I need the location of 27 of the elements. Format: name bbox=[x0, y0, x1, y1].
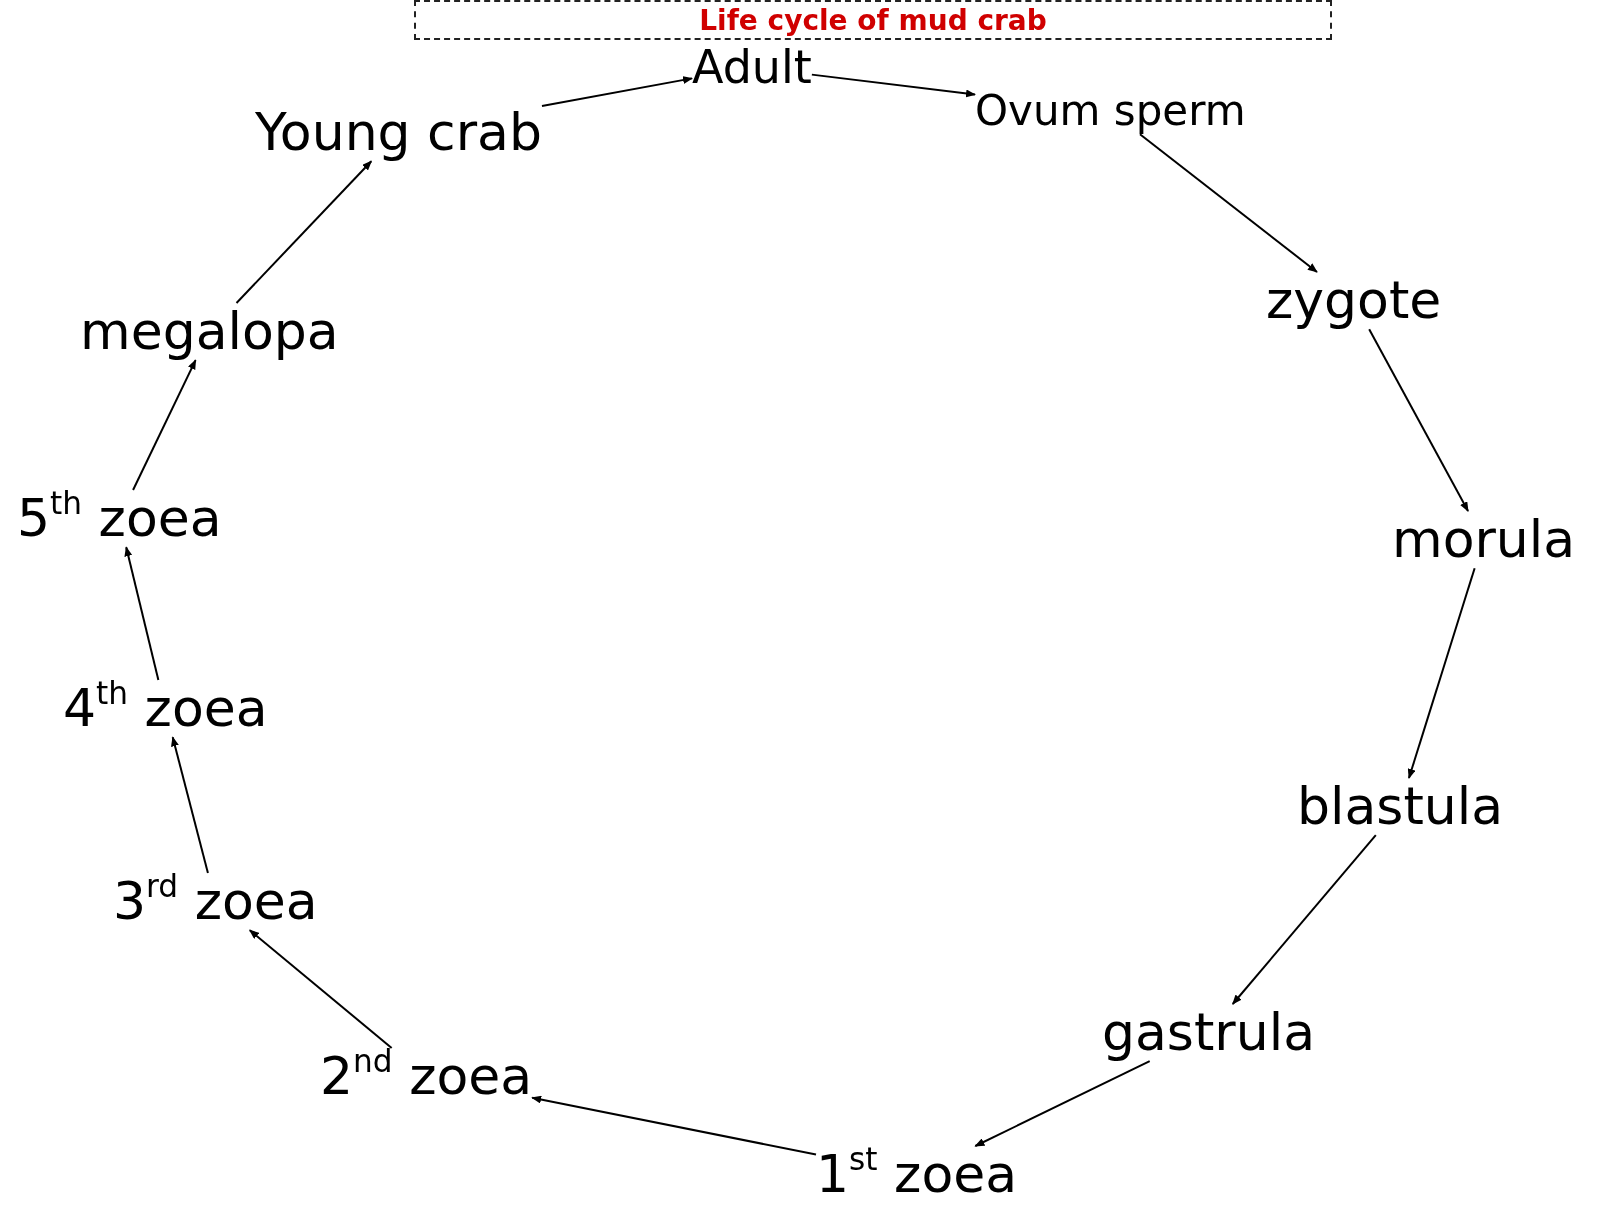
arrow bbox=[124, 546, 160, 681]
stage-label: blastula bbox=[1297, 778, 1504, 836]
stage-label: Young crab bbox=[255, 104, 542, 162]
arrow bbox=[810, 73, 976, 98]
arrow bbox=[974, 1060, 1151, 1147]
arrow bbox=[531, 1095, 817, 1156]
arrow bbox=[1138, 133, 1318, 273]
stage-label: 2$^{nd}$ zoea bbox=[320, 1048, 533, 1106]
stage-label: zygote bbox=[1266, 272, 1442, 330]
arrow bbox=[171, 736, 209, 874]
stage-label: gastrula bbox=[1102, 1004, 1315, 1062]
arrow bbox=[248, 929, 393, 1049]
stage-label: Adult bbox=[692, 42, 812, 93]
stage-label: 5$^{th}$ zoea bbox=[17, 490, 222, 548]
arrow bbox=[1368, 328, 1469, 512]
stage-label: 3$^{rd}$ zoea bbox=[113, 873, 318, 931]
stage-label: megalopa bbox=[80, 303, 339, 361]
stage-label: 1$^{st}$ zoea bbox=[816, 1146, 1018, 1204]
arrow bbox=[1407, 567, 1476, 779]
arrow bbox=[132, 359, 197, 491]
arrow bbox=[1231, 834, 1377, 1005]
arrow bbox=[540, 76, 693, 108]
stage-label: morula bbox=[1392, 511, 1576, 569]
arrow bbox=[235, 160, 373, 304]
stage-label: 4$^{th}$ zoea bbox=[63, 680, 268, 738]
diagram-title: Life cycle of mud crab bbox=[699, 3, 1047, 37]
stage-label: Ovum sperm bbox=[975, 88, 1246, 135]
